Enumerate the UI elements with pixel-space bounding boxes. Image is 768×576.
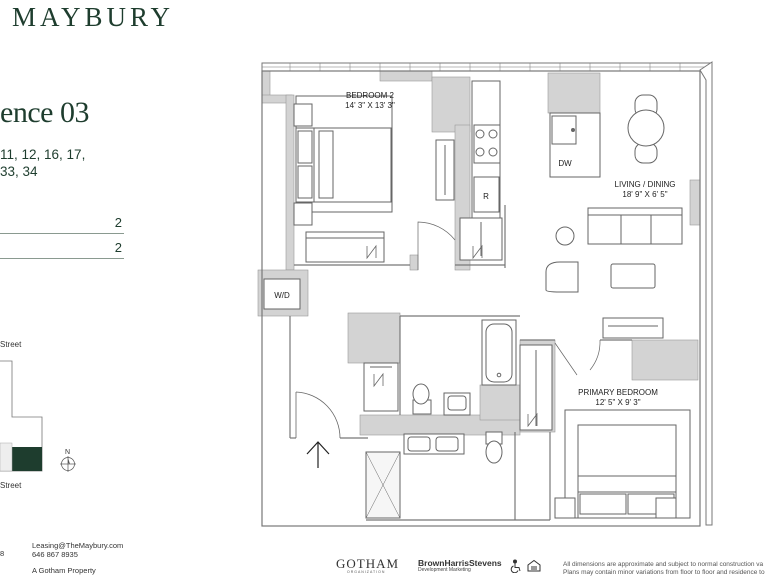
street-label-top: Street (0, 340, 22, 349)
contact-email[interactable]: Leasing@TheMaybury.com (32, 541, 124, 550)
contact-phone[interactable]: 646 867 8935 (32, 550, 78, 559)
residence-title: ence 03 (0, 96, 89, 129)
disclaimer-text: All dimensions are approximate and subje… (563, 561, 765, 576)
brand-logo-text: MAYBURY (12, 2, 175, 32)
bhs-logo-sub: Development Marketing (418, 567, 471, 573)
key-plan-highlight (12, 447, 42, 471)
room-dims-primary-bedroom: 12' 5" X 9' 3" (595, 398, 640, 407)
wheelchair-icon (510, 559, 521, 573)
room-dims-bedroom-2: 14' 3" X 13' 3" (345, 101, 395, 110)
street-label-bottom: Street (0, 481, 22, 490)
disclaimer-line-1: All dimensions are approximate and subje… (563, 561, 764, 568)
floors-line-1: 11, 12, 16, 17, (0, 147, 86, 162)
stat-value-2: 2 (114, 240, 122, 255)
gotham-logo: GOTHAM (336, 556, 400, 571)
key-plan: N (0, 360, 76, 472)
room-label-living-dining: LIVING / DINING (615, 180, 676, 189)
north-label: N (65, 449, 70, 456)
stat-value-1: 2 (114, 215, 122, 230)
gotham-logo-sub: ORGANIZATION (347, 570, 386, 574)
washer-dryer-label: W/D (274, 291, 290, 300)
edge-digit: 8 (0, 549, 5, 558)
bhs-logo: BrownHarrisStevens (418, 558, 502, 568)
entry-arrow-icon (306, 441, 330, 468)
floors-list: 11, 12, 16, 17, 33, 34 (0, 146, 85, 180)
north-arrow-icon (60, 456, 76, 472)
dishwasher-label: DW (558, 159, 572, 168)
room-dims-living-dining: 18' 9" X 6' 5" (622, 190, 667, 199)
floors-line-2: 33, 34 (0, 164, 38, 179)
contact-tagline: A Gotham Property (32, 566, 96, 575)
disclaimer-line-2: Plans may contain minor variations from … (563, 568, 765, 576)
stat-row-2: 2 (0, 238, 124, 259)
equal-housing-icon (527, 559, 541, 572)
room-label-bedroom-2: BEDROOM 2 (346, 91, 395, 100)
room-label-primary-bedroom: PRIMARY BEDROOM (578, 388, 658, 397)
compliance-icons (510, 559, 541, 573)
stat-row-1: 2 (0, 213, 124, 234)
fridge-label: R (483, 192, 489, 201)
